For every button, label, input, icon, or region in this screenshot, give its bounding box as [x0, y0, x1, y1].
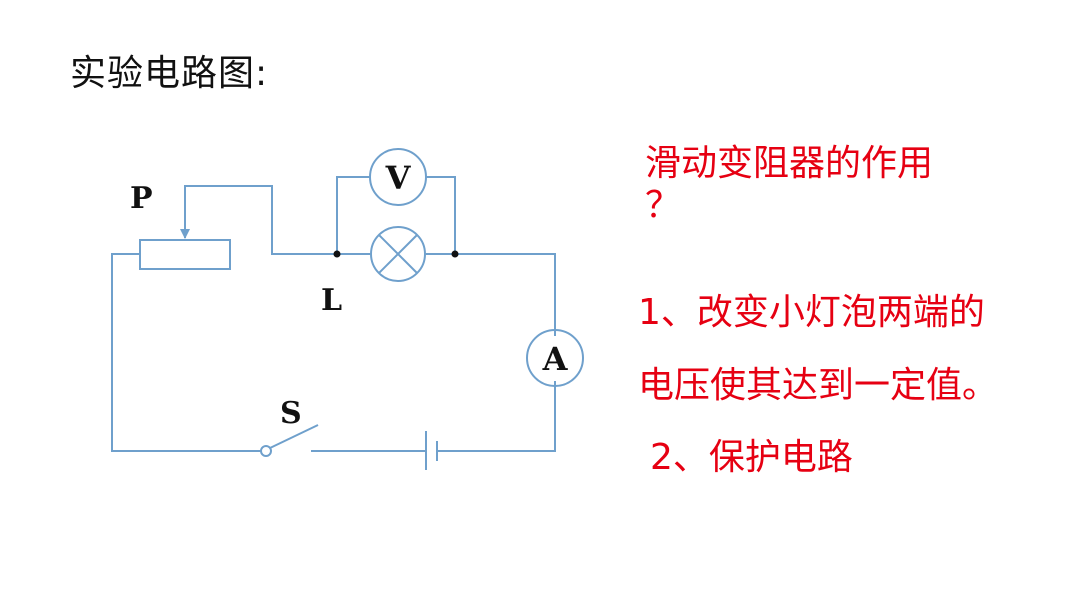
question-text: 滑动变阻器的作用 ？ — [645, 143, 933, 227]
label-p: P — [130, 181, 153, 216]
voltmeter-branch-left — [336, 176, 370, 254]
switch-lever — [269, 424, 319, 449]
rheostat-slider-arrow — [180, 229, 190, 239]
lamp-cross-2 — [378, 234, 418, 274]
voltmeter-symbol — [369, 148, 427, 206]
answer-1-line-1: 1、改变小灯泡两端的 — [638, 292, 985, 333]
voltmeter-branch-right — [426, 176, 456, 254]
question-line-1: 滑动变阻器的作用 — [645, 143, 934, 184]
slide-title: 实验电路图: — [70, 53, 269, 94]
junction-dot-left — [333, 250, 341, 258]
rheostat-body — [139, 239, 231, 270]
ammeter-label: A — [542, 340, 569, 378]
voltmeter-label: V — [385, 159, 412, 197]
wire-left — [111, 253, 262, 452]
question-line-2: ？ — [645, 185, 682, 226]
switch-pivot — [260, 445, 272, 457]
wire-right — [455, 253, 556, 336]
rheostat-slider-wire — [184, 185, 337, 255]
wire-right-lower — [437, 381, 556, 452]
label-l: L — [321, 283, 342, 318]
answer-2: 2、保护电路 — [650, 437, 853, 478]
junction-dot-right — [451, 250, 459, 258]
label-s: S — [280, 396, 302, 431]
lamp-symbol — [370, 226, 426, 282]
ammeter-symbol — [526, 329, 584, 387]
answer-1-line-2: 电压使其达到一定值。 — [638, 365, 999, 406]
